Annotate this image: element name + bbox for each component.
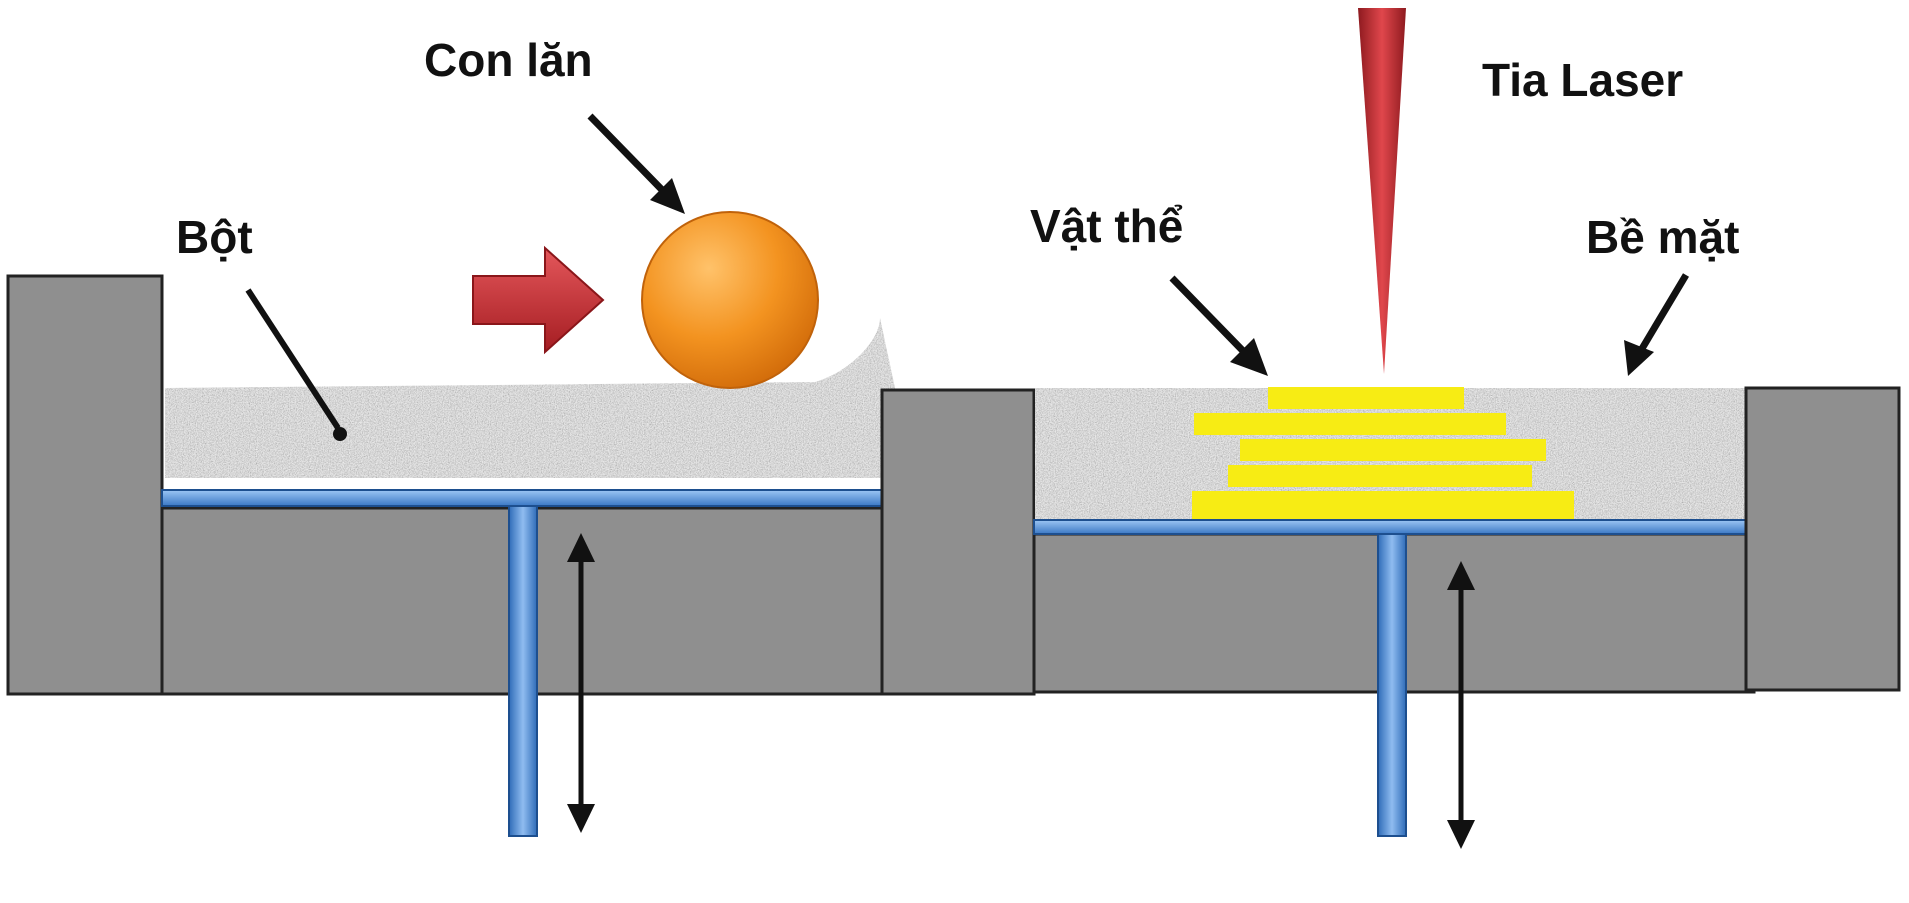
object-label: Vật thể [1030, 200, 1183, 252]
powder-label: Bột [176, 211, 253, 263]
left-wall [6, 274, 164, 696]
right-wall [1744, 386, 1901, 692]
roller-pointer [587, 113, 685, 214]
build-chamber [1032, 386, 1901, 849]
roller [641, 211, 819, 389]
object-pointer [1169, 275, 1268, 376]
up-down-arrow-icon [1447, 561, 1475, 849]
right-arrow-icon [472, 245, 605, 355]
left-piston-plate [161, 489, 883, 507]
roller-label: Con lăn [424, 34, 593, 86]
right-piston-plate [1033, 519, 1755, 535]
right-piston-rod [1377, 533, 1407, 837]
laser-label: Tia Laser [1482, 54, 1683, 106]
up-down-arrow-icon [567, 533, 595, 833]
surface-label: Bề mặt [1586, 211, 1739, 263]
left-piston-rod [508, 505, 538, 837]
laser-beam [1358, 8, 1406, 374]
powder-pointer [245, 288, 347, 441]
sintered-object [1192, 387, 1574, 519]
middle-wall [880, 388, 1036, 696]
surface-pointer [1624, 273, 1690, 376]
